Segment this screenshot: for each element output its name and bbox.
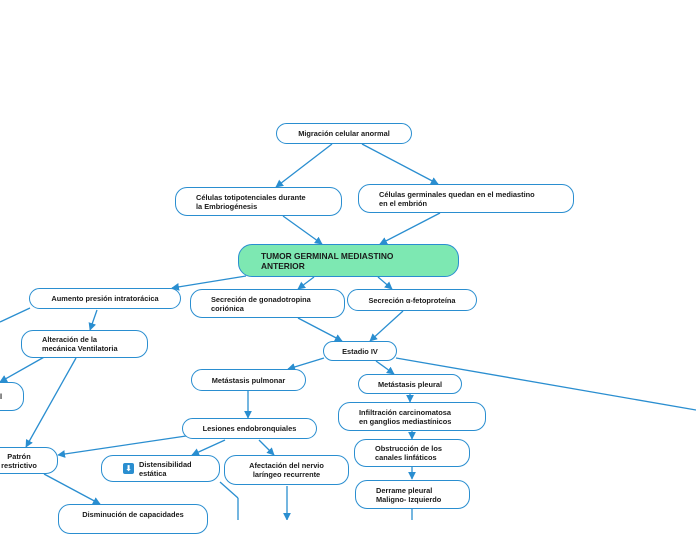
node-obstruccion-canales[interactable]: Obstrucción de los canales linfáticos [354,439,470,467]
connector-lines [0,143,696,520]
node-derrame-pleural[interactable]: Derrame pleural Maligno- Izquierdo [355,480,470,509]
edge-lesiones-distensibilidad [191,439,226,456]
edge-tumor-presion [171,275,247,291]
edge-tumor-gonadotropina [297,276,315,290]
node-metastasis-pleural[interactable]: Metástasis pleural [358,374,462,394]
node-disminucion-capacidades[interactable]: Disminución de capacidades [58,504,208,534]
edge-patron-disminucion [43,473,101,505]
edge-alteracion-offscreen [0,355,47,383]
edge-presion-offscreen [0,307,31,323]
node-patron-restrictivo[interactable]: Patrón restrictivo [0,447,58,474]
node-distensibilidad-estatica[interactable]: ⬇ Distensibilidad estática [101,455,220,482]
node-lesiones-endobronquiales[interactable]: Lesiones endobronquiales [182,418,317,439]
node-migracion-celular[interactable]: Migración celular anormal [276,123,412,144]
edge-fetoproteina-estadio [369,310,404,342]
node-celulas-totipotenciales[interactable]: Células totipotenciales durante la Embri… [175,187,342,216]
edge-lesiones-afectacion [258,439,275,456]
node-secrecion-fetoproteina[interactable]: Secreción α-fetoproteína [347,289,477,311]
edge-presion-alteracion [88,309,98,331]
edge-estadio-offscreen [395,357,696,411]
node-infiltracion-carcinomatosa[interactable]: Infiltración carcinomatosa en ganglios m… [338,402,486,431]
node-distensibilidad-label: Distensibilidad estática [139,459,192,478]
edge-estadio-metastasis-pleural [375,360,395,375]
node-afectacion-nervio[interactable]: Afectación del nervio laríngeo recurrent… [224,455,349,485]
edge-alteracion-patron [25,357,77,448]
node-metastasis-pulmonar[interactable]: Metástasis pulmonar [191,369,306,391]
edge-migracion-totipotenciales [275,143,333,188]
edge-totipotenciales-tumor [282,215,323,245]
node-celulas-germinales[interactable]: Células germinales quedan en el mediasti… [358,184,574,213]
node-aumento-presion[interactable]: Aumento presión intratorácica [29,288,181,309]
node-cut-left[interactable]: l [0,382,24,411]
node-estadio-iv[interactable]: Estadio IV [323,341,397,361]
node-tumor-germinal-mediastino[interactable]: TUMOR GERMINAL MEDIASTINO ANTERIOR [238,244,459,277]
edge-migracion-germinales [361,143,439,185]
edge-germinales-tumor [379,212,441,245]
edge-estadio-metastasis-pulmonar [287,357,325,371]
node-alteracion-mecanica[interactable]: Alteración de la mecánica Ventilatoria [21,330,148,358]
node-secrecion-gonadotropina[interactable]: Secreción de gonadotropina coriónica [190,289,345,318]
download-icon: ⬇ [123,463,134,474]
edge-distensibilidad-offscreen [219,481,239,499]
edge-tumor-fetoproteina [377,276,393,290]
edge-lesiones-patron [57,435,187,458]
edge-gonadotropina-estadio [297,317,343,342]
